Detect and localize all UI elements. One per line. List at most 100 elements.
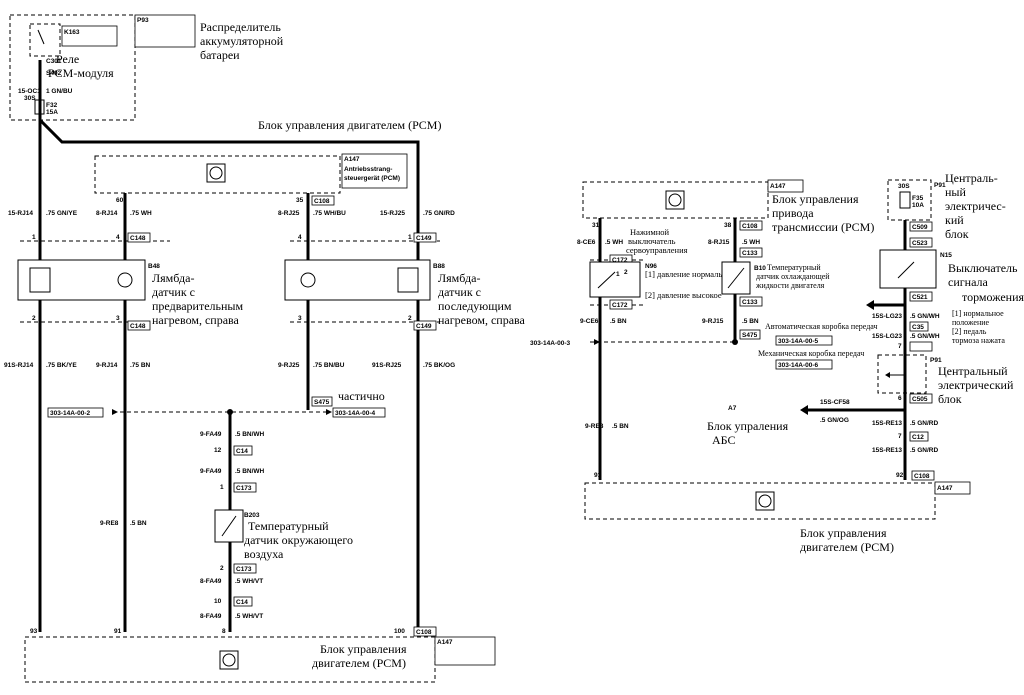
wire-fa49-color-1: .5 BN/WH (235, 431, 265, 438)
pin-4-right: 4 (298, 234, 302, 241)
heater-icon (29, 267, 51, 293)
pcm-bottom-conn: C108 (416, 629, 432, 636)
r-c172-bottom: C172 (612, 302, 628, 309)
wire-8-rj14-color: .75 WH (130, 210, 152, 217)
relay-module-title-3: батареи (200, 48, 240, 62)
r-pcm-bottom-box (584, 482, 936, 520)
pcm-pin-60: 60 (116, 197, 124, 204)
r-c521: C521 (912, 294, 928, 301)
pin-4-left: 4 (116, 234, 120, 241)
wire-91s-rj14-color: .75 BK/YE (46, 362, 77, 369)
sensor-wave-icon-2 (300, 272, 316, 288)
r-s475: S475 (742, 332, 758, 339)
wire-9-rj25-color: .75 BN/BU (313, 362, 345, 369)
r-lg23b-color: .5 GN/WH (910, 333, 940, 340)
r-c509: C509 (912, 224, 928, 231)
relay-label-1: Реле (56, 52, 79, 66)
pin-12: 12 (214, 447, 222, 454)
wire-8-rj25-id: 8-RJ25 (278, 210, 300, 217)
pcm-pin-8: 8 (222, 628, 226, 635)
relay-k163-tag (61, 25, 118, 47)
r-p91-bottom-box (877, 354, 927, 394)
wire-fa49-id-3: 8-FA49 (200, 578, 222, 585)
wire-9-rj14-id: 9-RJ14 (96, 362, 118, 369)
conn-c14-top: C14 (236, 448, 248, 455)
conn-c14-bottom: C14 (236, 599, 248, 606)
fuse-f32-code: F32 (46, 102, 58, 109)
pcm-pin-100: 100 (394, 628, 405, 635)
r-rj15b-color: .5 BN (742, 318, 759, 325)
pcm-bottom-t1: Блок управления (320, 642, 407, 656)
relay-wire-id: 15-OC1 (18, 88, 41, 95)
r-ref-in: 303-14A-00-3 (530, 340, 570, 347)
r-c35: C35 (912, 324, 924, 331)
ref-303-14a-00-4: 303-14A-00-4 (335, 410, 375, 417)
r-c12: C12 (912, 434, 924, 441)
pcm-top-code: A147 (344, 156, 360, 163)
r-n96-t1: Нажимной (630, 227, 670, 237)
r-n96-p2: 2 (624, 269, 628, 276)
r-p91-pin: 30S (898, 183, 910, 190)
pin-2-fa: 2 (220, 565, 224, 572)
r-fuse-code: F35 (912, 195, 924, 202)
r-lg23b-id: 15S-LG23 (872, 333, 902, 340)
wire-power-bus (38, 118, 420, 632)
conn-c149-bottom: C149 (416, 323, 432, 330)
r-lg23a-id: 15S-LG23 (872, 313, 902, 320)
r-c172-top: C172 (612, 257, 628, 264)
r-rj15b-id: 9-RJ15 (702, 318, 724, 325)
r-re13a-color: .5 GN/RD (910, 420, 938, 427)
sensor-b48-code: B48 (148, 263, 160, 270)
sensor-b88-t4: нагревом, справа (438, 313, 526, 327)
r-n15-t3: торможения (962, 290, 1024, 304)
r-abs-code: A7 (728, 405, 737, 412)
ref-303-14a-00-2: 303-14A-00-2 (50, 410, 90, 417)
r-b10-code: B10 (754, 265, 766, 272)
wire-fa49-color-4: .5 WH/VT (235, 613, 263, 620)
r-brake-switch-icon (897, 261, 915, 279)
r-pin-31: 31 (592, 222, 600, 229)
conn-c148-bottom: C148 (130, 323, 146, 330)
r-pcm-conn: C108 (742, 223, 758, 230)
r-p91-code-bottom: P91 (930, 357, 942, 364)
relay-module-title-2: аккумуляторной (200, 34, 284, 48)
wire-9-rj25-id: 9-RJ25 (278, 362, 300, 369)
r-p91-t1: Централь- (945, 171, 998, 185)
r-re8-id: 9-RE8 (585, 423, 604, 430)
r-pcm-top-t3: трансмиссии (PCM) (772, 220, 874, 234)
r-c505: C505 (912, 396, 928, 403)
wire-91s-rj25-id: 91S-RJ25 (372, 362, 402, 369)
relay-k163-code: K163 (64, 29, 80, 36)
relay-pin-a: C301 (46, 58, 62, 65)
sensor-b88-t3: последующим (438, 299, 512, 313)
relay-pin-b: S402 (46, 70, 62, 77)
r-re13b-id: 15S-RE13 (872, 447, 902, 454)
r-c133-bottom: C133 (742, 299, 758, 306)
relay-label-2: PCM-модуля (48, 66, 114, 80)
r-pcm-bottom-t2: двигателем (PCM) (800, 540, 894, 554)
r-n96-t2: выключатель (628, 236, 676, 246)
sensor-b88-t2: датчик с (438, 285, 481, 299)
splice-note: частично (338, 389, 385, 403)
r-b10-t3: жидкости двигателя (755, 281, 825, 290)
r-n15-t2: сигнала (948, 275, 989, 289)
r-c133-top: C133 (742, 250, 758, 257)
pcm-pin-91: 91 (114, 628, 122, 635)
pin-3-right: 3 (298, 315, 302, 322)
r-p91b-t3: блок (938, 392, 962, 406)
pin-1-fa: 1 (220, 484, 224, 491)
wire-fa49-color-2: .5 BN/WH (235, 468, 265, 475)
r-fuse-val: 10A (912, 202, 924, 209)
r-fuse-icon (899, 191, 911, 209)
fuse-f32-value: 15A (46, 109, 58, 116)
r-p91-t2: ный (945, 185, 966, 199)
r-pin-6: 6 (898, 395, 902, 402)
pin-10: 10 (214, 598, 222, 605)
pin-1-left: 1 (32, 234, 36, 241)
r-n96-code: N96 (645, 263, 657, 270)
r-pcm-top-box (582, 181, 769, 219)
pcm-top-name: Antriebsstrang- (344, 166, 392, 173)
pcm-bottom-code: A147 (437, 639, 453, 646)
r-ce6b-color: .5 BN (610, 318, 627, 325)
wire-8-rj25-color: .75 WH/BU (313, 210, 346, 217)
